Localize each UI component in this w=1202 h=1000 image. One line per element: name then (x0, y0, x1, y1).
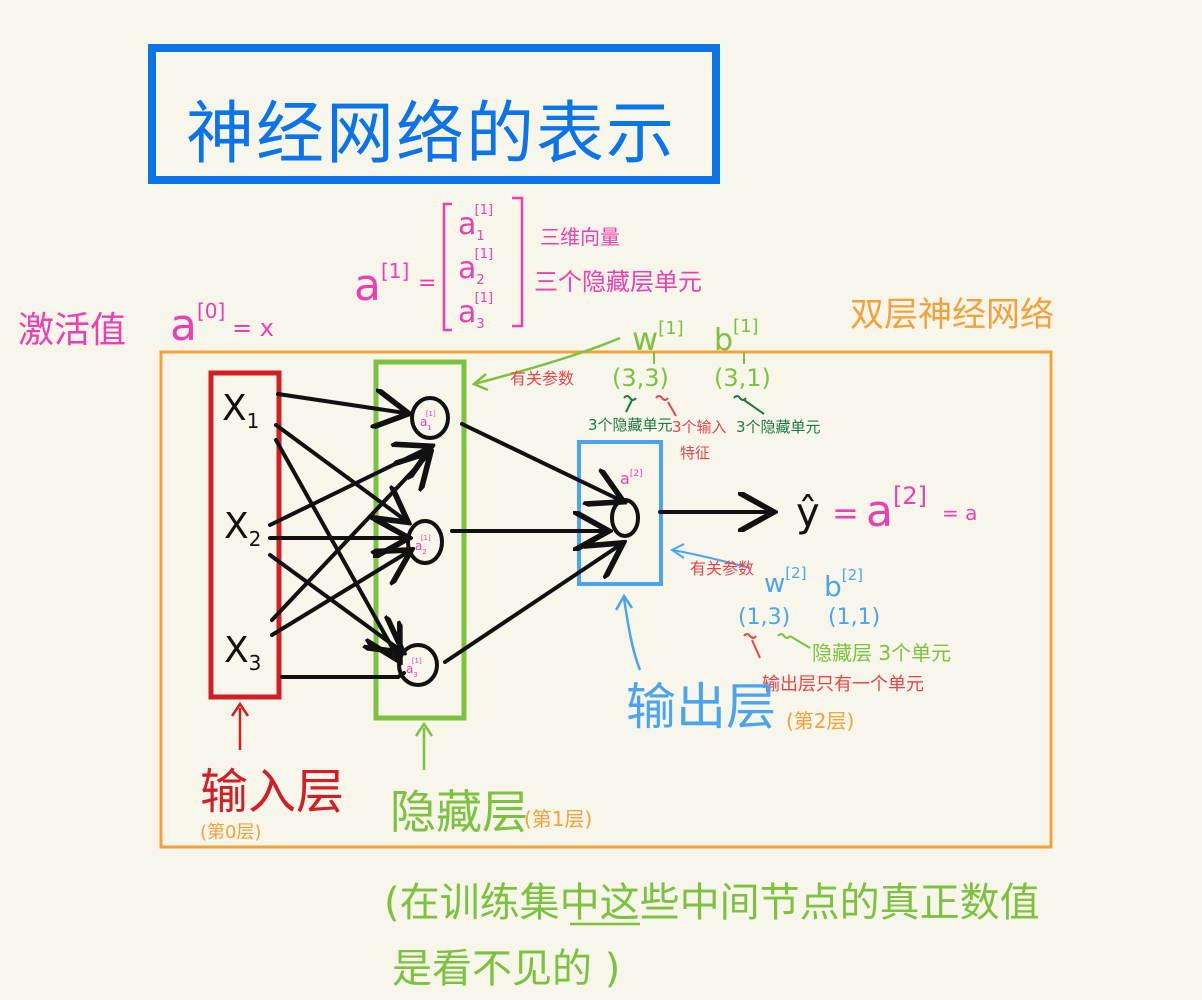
layer1-related-arrow (473, 336, 621, 386)
bottom-note-line-1: (在训练集中这些中间节点的真正数值 (384, 880, 1040, 926)
a1-vector-entry-1: a1[1] (458, 203, 493, 244)
output-layer-arrow (622, 597, 642, 671)
hidden-node-1 (410, 396, 450, 440)
hidden-to-output-connections (443, 422, 770, 664)
layer2-w-shape-tick-2 (777, 633, 791, 639)
layer2-note-arrow-1 (789, 635, 811, 649)
two-layer-network-label: 双层神经网络 (850, 295, 1054, 335)
hidden-nodes: a1[1] a2[1] a3[1] (397, 396, 450, 687)
a1-vector-note-1: 三维向量 (540, 225, 620, 249)
layer2-related-label: 有关参数 (690, 559, 754, 578)
layer1-note-input-features-2: 特征 (680, 444, 710, 462)
a1-vector-eq: = (418, 271, 436, 296)
activation-a0: a[0] (170, 299, 225, 351)
layer1-w-shape: (3,3) (612, 364, 669, 392)
edge-x3-h1 (270, 455, 428, 622)
output-node-label: a[2] (620, 469, 643, 488)
output-node (610, 498, 640, 538)
input-layer-box (208, 370, 282, 700)
layer1-related-arrowhead (471, 373, 489, 392)
a1-vector-lhs: a[1] (354, 259, 409, 311)
hidden-node-3-label: a3[1] (406, 657, 422, 679)
output-eq-a: = a (942, 501, 977, 525)
hidden-node-2 (406, 519, 444, 565)
bottom-note-line-2: 是看不见的 ) (392, 946, 620, 992)
layer1-note-arrow-2 (667, 401, 677, 417)
a1-vector-right-bracket (512, 196, 524, 328)
input-to-hidden-connections (268, 394, 428, 679)
layer1-b: b[1] (714, 316, 759, 358)
layer2-note-layer: (第2层) (786, 709, 854, 733)
layer1-b-shape-tick (733, 395, 747, 401)
input-x3: X3 (224, 630, 261, 675)
edge-h1-o (460, 422, 620, 500)
hidden-layer-label: 隐藏层 (390, 785, 528, 839)
edge-x2-h3 (268, 553, 400, 650)
edge-x2-h1 (268, 448, 428, 527)
layer1-note-hidden-units: 3个隐藏单元 (588, 416, 673, 434)
layer1-related-label: 有关参数 (510, 369, 574, 388)
layer1-note-arrow-3 (743, 399, 765, 415)
two-layer-network-frame (159, 350, 1053, 849)
output-eq-sign: = (832, 494, 859, 532)
layer2-w: w[2] (764, 564, 807, 599)
a1-vector-note-2: 三个隐藏层单元 (534, 268, 702, 296)
input-x1: X1 (222, 388, 259, 433)
layer1-b-shape: (3,1) (714, 364, 771, 392)
layer1-w-shape-tick-2 (655, 395, 669, 401)
hidden-node-3 (397, 643, 439, 687)
a1-vector-left-bracket (442, 202, 452, 332)
output-yhat: ŷ (796, 490, 820, 536)
layer2-note-hidden: 隐藏层 3个单元 (812, 641, 951, 665)
edge-x3-h2 (270, 552, 408, 637)
hidden-node-2-label: a2[1] (415, 534, 431, 556)
output-layer-label: 输出层 (626, 678, 776, 736)
activation-a0-rhs: = x (232, 314, 274, 342)
input-x2: X2 (224, 506, 261, 551)
a1-vector-entry-3: a3[1] (458, 291, 493, 332)
layer1-w-shape-tick-1 (623, 395, 637, 401)
edge-x1-h1 (276, 394, 405, 413)
layer2-b: b[2] (824, 566, 863, 603)
layer1-note-hidden-units-b: 3个隐藏单元 (736, 418, 821, 436)
input-layer-arrowhead (230, 701, 250, 717)
layer2-note-output: 输出层只有一个单元 (762, 674, 924, 695)
layer2-note-arrow-2 (751, 639, 761, 659)
layer2-related-arrow (671, 549, 751, 569)
input-layer-label: 输入层 (200, 764, 344, 820)
hidden-node-1-label: a1[1] (420, 410, 436, 432)
activation-label: 激活值 (18, 310, 126, 351)
output-a2: a[2] (866, 482, 927, 537)
layer1-note-input-features-1: 3个输入 (672, 418, 727, 436)
title-box (148, 44, 720, 184)
a1-vector-entry-2: a2[1] (458, 247, 493, 288)
layer1-w: w[1] (632, 318, 684, 358)
hidden-layer-index: (第1层) (524, 807, 592, 831)
layer2-related-arrowhead (670, 543, 685, 559)
page-title: 神经网络的表示 (186, 95, 677, 174)
hidden-layer-arrowhead (414, 721, 434, 737)
layer2-b-shape: (1,1) (828, 605, 880, 630)
edge-h3-o (443, 545, 620, 664)
input-layer-index: (第0层) (200, 822, 262, 843)
layer1-note-arrow-1 (625, 399, 633, 413)
layer2-w-shape-tick-1 (743, 633, 757, 639)
layer2-w-shape: (1,3) (738, 605, 790, 630)
output-layer-arrowhead (614, 593, 634, 611)
